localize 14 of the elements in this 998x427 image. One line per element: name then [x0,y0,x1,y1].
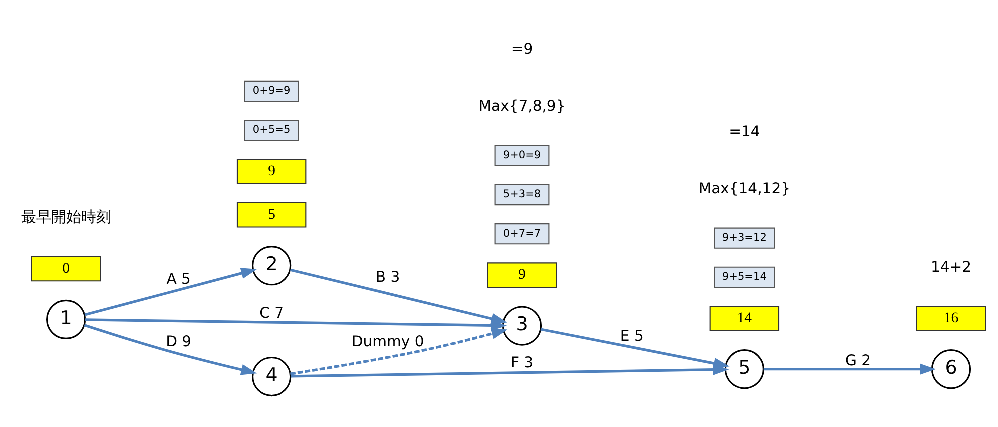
edge-label: A 5 [166,270,191,288]
edge-label: D 9 [166,333,192,350]
label: Max{7,8,9} [478,98,566,116]
label: =14 [729,124,760,141]
edge-label: Dummy 0 [352,333,424,350]
label: Max{14,12} [698,180,791,198]
label: 14+2 [930,258,972,276]
edge-label: F 3 [510,354,534,372]
edge-label: G 2 [845,352,872,370]
label: 最早開始時刻 [21,209,112,226]
edge-label: C 7 [260,304,284,322]
label: =9 [511,41,534,58]
edge-label: E 5 [620,328,644,346]
edge-label: B 3 [376,268,400,286]
